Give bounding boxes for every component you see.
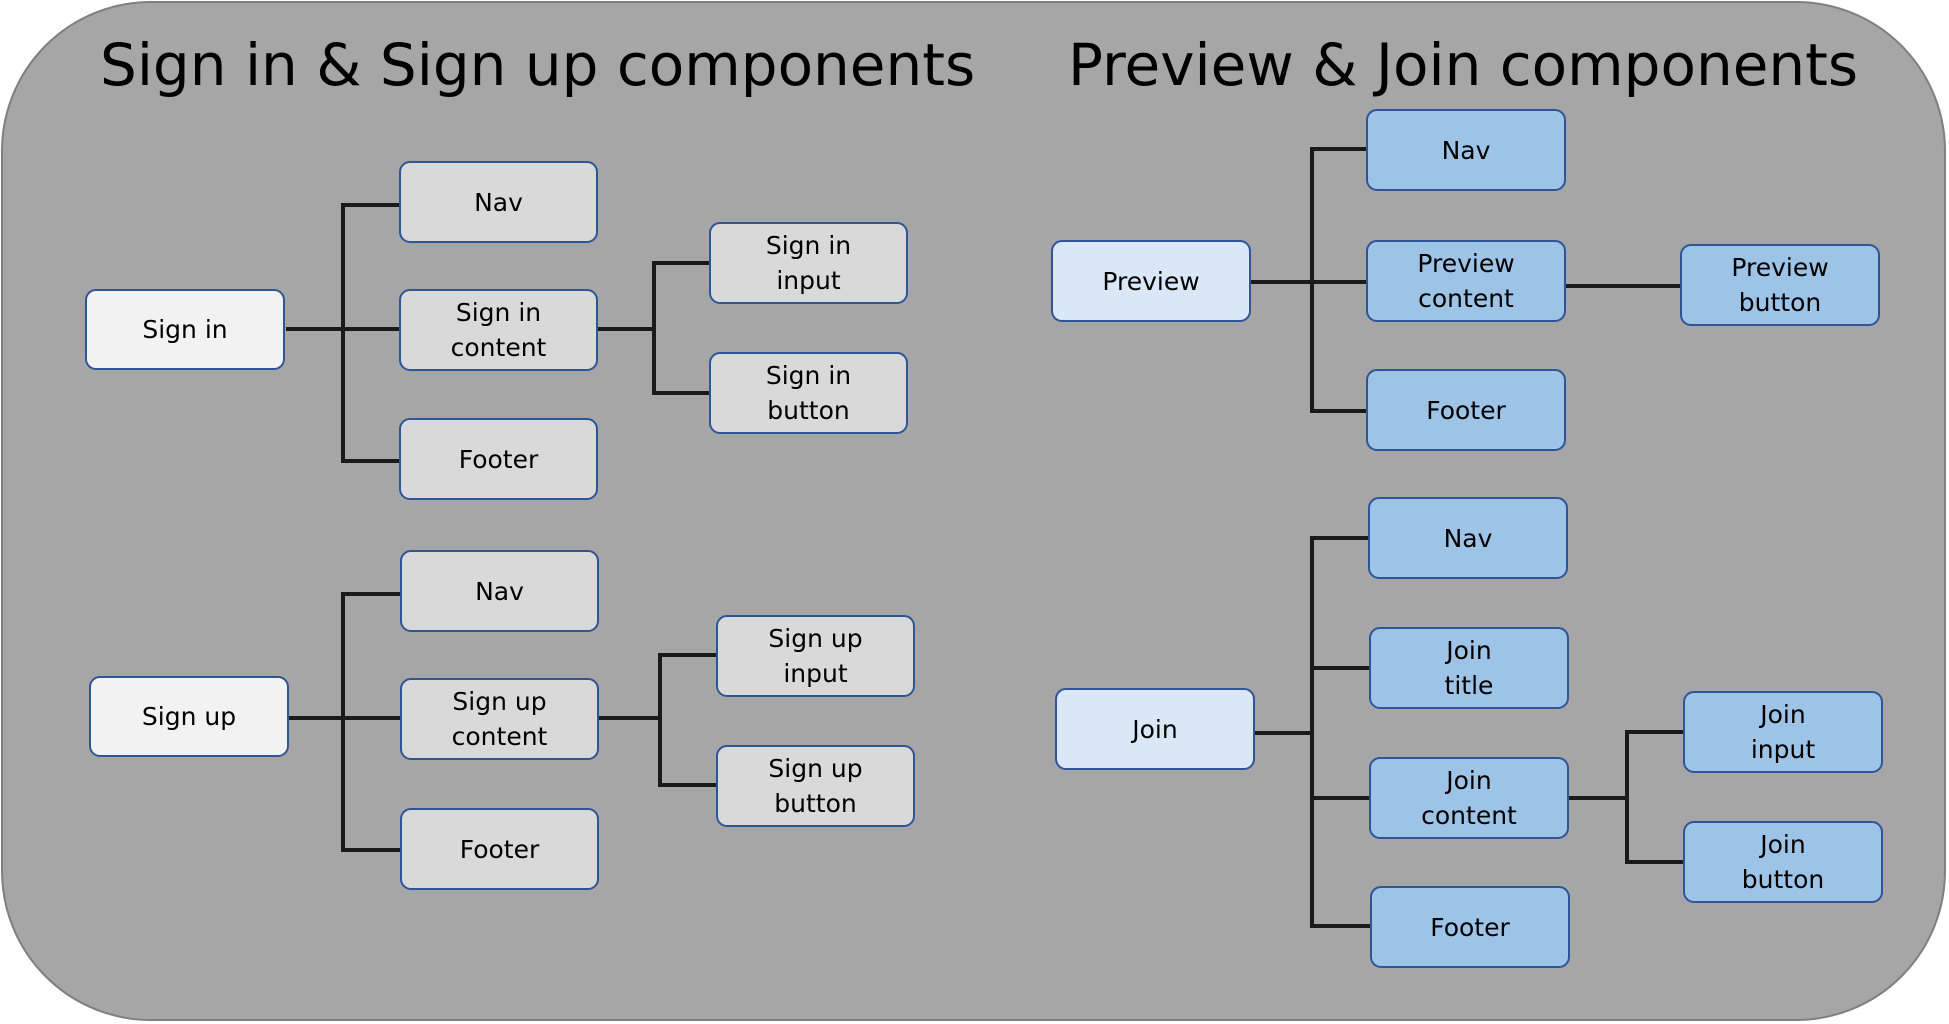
heading-preview-join: Preview & Join components (1068, 31, 1859, 99)
node-signup-nav: Nav (400, 550, 599, 632)
node-signin-nav: Nav (399, 161, 598, 243)
node-join-nav: Nav (1368, 497, 1568, 579)
node-preview: Preview (1051, 240, 1251, 322)
node-signup-input: Sign up input (716, 615, 915, 697)
node-signup-footer: Footer (400, 808, 599, 890)
node-signin: Sign in (85, 289, 285, 370)
node-join-title: Join title (1369, 627, 1569, 709)
node-preview-button: Preview button (1680, 244, 1880, 326)
node-preview-nav: Nav (1366, 109, 1566, 191)
node-signup-content: Sign up content (400, 678, 599, 760)
node-signin-button: Sign in button (709, 352, 908, 434)
node-signin-footer: Footer (399, 418, 598, 500)
node-signup: Sign up (89, 676, 289, 757)
node-preview-footer: Footer (1366, 369, 1566, 451)
node-join-input: Join input (1683, 691, 1883, 773)
node-join: Join (1055, 688, 1255, 770)
node-signin-content: Sign in content (399, 289, 598, 371)
node-signin-input: Sign in input (709, 222, 908, 304)
node-join-button: Join button (1683, 821, 1883, 903)
node-signup-button: Sign up button (716, 745, 915, 827)
heading-signin-signup: Sign in & Sign up components (100, 31, 976, 99)
node-join-footer: Footer (1370, 886, 1570, 968)
node-join-content: Join content (1369, 757, 1569, 839)
node-preview-content: Preview content (1366, 240, 1566, 322)
